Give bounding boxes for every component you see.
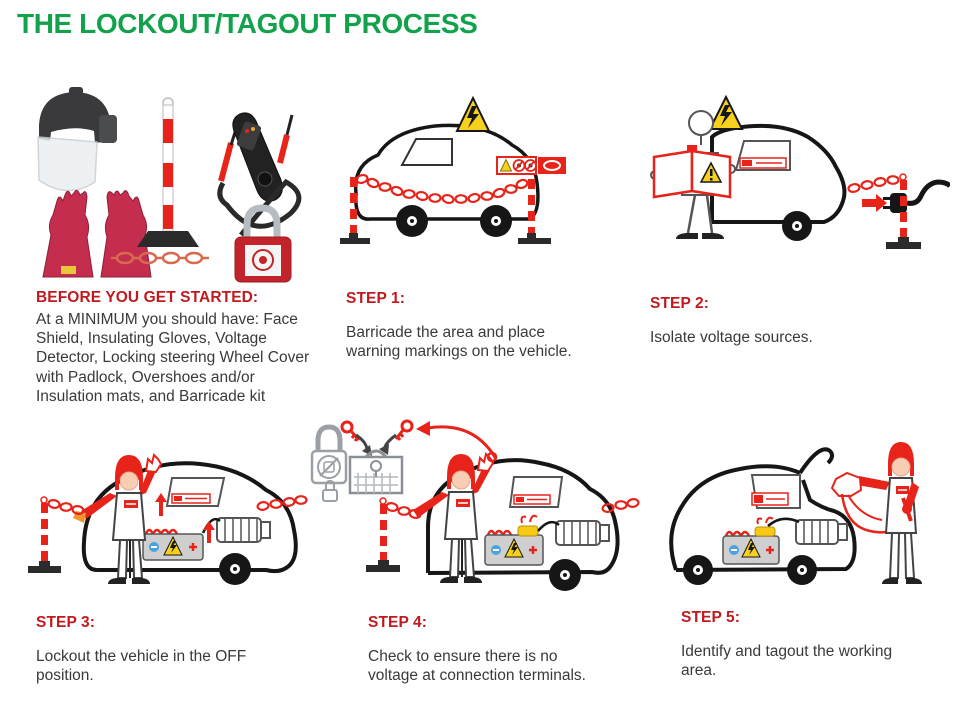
arrow-up-1 — [155, 493, 167, 516]
warning-signs-panel — [496, 156, 566, 175]
barricade-post-icon — [137, 97, 199, 247]
warning-triangle-icon — [455, 95, 491, 132]
step3-body: Lockout the vehicle in the OFF position. — [36, 648, 247, 685]
panel-step-5: STEP 5: Identify and tagout the working … — [681, 609, 913, 680]
insulating-gloves-icon — [42, 189, 152, 278]
chain-right — [256, 495, 308, 511]
glove-label — [61, 266, 76, 274]
step1-body: Barricade the area and place warning mar… — [346, 324, 572, 361]
step3-heading: STEP 3: — [36, 614, 95, 631]
warning-triangle-icon — [708, 95, 744, 130]
warning-manual-icon — [652, 145, 732, 199]
chain-right — [601, 498, 640, 513]
panel-step-4: STEP 4: Check to ensure there is no volt… — [368, 614, 608, 685]
step5-heading: STEP 5: — [681, 609, 740, 626]
motor-icon — [201, 517, 271, 543]
arrow-up-2 — [203, 521, 215, 543]
step1-heading: STEP 1: — [346, 290, 405, 307]
voltage-detector-icon — [217, 112, 302, 237]
return-key-arrow-head — [416, 421, 430, 436]
panel-before-you-get-started: BEFORE YOU GET STARTED: At a MINIMUM you… — [36, 289, 324, 406]
padlock-icon — [234, 204, 292, 283]
key-icon-1 — [340, 420, 361, 442]
barricade-post-icon — [366, 497, 400, 572]
chain-left — [385, 502, 422, 519]
before-started-body: At a MINIMUM you should have: Face Shiel… — [36, 311, 310, 405]
worker-icon — [73, 453, 163, 584]
page-title: THE LOCKOUT/TAGOUT PROCESS — [17, 8, 478, 39]
locked-padlock-icon — [310, 424, 348, 502]
chain-to-post — [847, 175, 900, 193]
battery-icon — [142, 528, 204, 561]
key-arrow-2-head — [379, 444, 389, 455]
step2-body: Isolate voltage sources. — [650, 329, 813, 346]
step5-body: Identify and tagout the working area. — [681, 643, 893, 680]
barricade-post-left — [340, 177, 370, 244]
panel-step-1: STEP 1: Barricade the area and place war… — [346, 290, 581, 361]
battery-icon — [484, 514, 544, 566]
motor-icon — [767, 517, 848, 545]
plug-icon — [883, 179, 950, 213]
step2-heading: STEP 2: — [650, 295, 709, 312]
step2-illustration — [640, 95, 950, 260]
chain-left — [47, 499, 85, 515]
key-icon-2 — [394, 419, 414, 441]
barricade-post-right — [518, 179, 551, 244]
barricade-post-icon — [886, 173, 921, 249]
panel-step-2: STEP 2: Isolate voltage sources. — [650, 295, 895, 347]
motor-icon — [537, 520, 610, 546]
lockout-box-icon — [348, 449, 404, 495]
step4-illustration — [310, 415, 640, 605]
barricade-post-icon — [28, 496, 61, 573]
chain-icon — [111, 251, 209, 265]
car-icon — [353, 123, 540, 237]
step1-illustration — [340, 95, 570, 255]
face-shield-icon — [37, 87, 117, 192]
car-open-hood-icon — [669, 447, 857, 585]
panel-step-3: STEP 3: Lockout the vehicle in the OFF p… — [36, 614, 268, 685]
worker-with-test-leads — [830, 442, 922, 584]
before-started-heading: BEFORE YOU GET STARTED: — [36, 289, 259, 306]
safety-equipment-illustration — [25, 85, 305, 285]
battery-icon — [722, 516, 780, 565]
worker-icon — [413, 451, 498, 583]
step3-illustration — [20, 438, 310, 603]
step5-illustration — [660, 438, 950, 603]
car-unplugged-icon — [710, 123, 847, 241]
barricade-chain-icon — [355, 173, 529, 205]
unplug-arrow — [862, 194, 887, 212]
step4-heading: STEP 4: — [368, 614, 427, 631]
step4-body: Check to ensure there is no voltage at c… — [368, 648, 586, 685]
